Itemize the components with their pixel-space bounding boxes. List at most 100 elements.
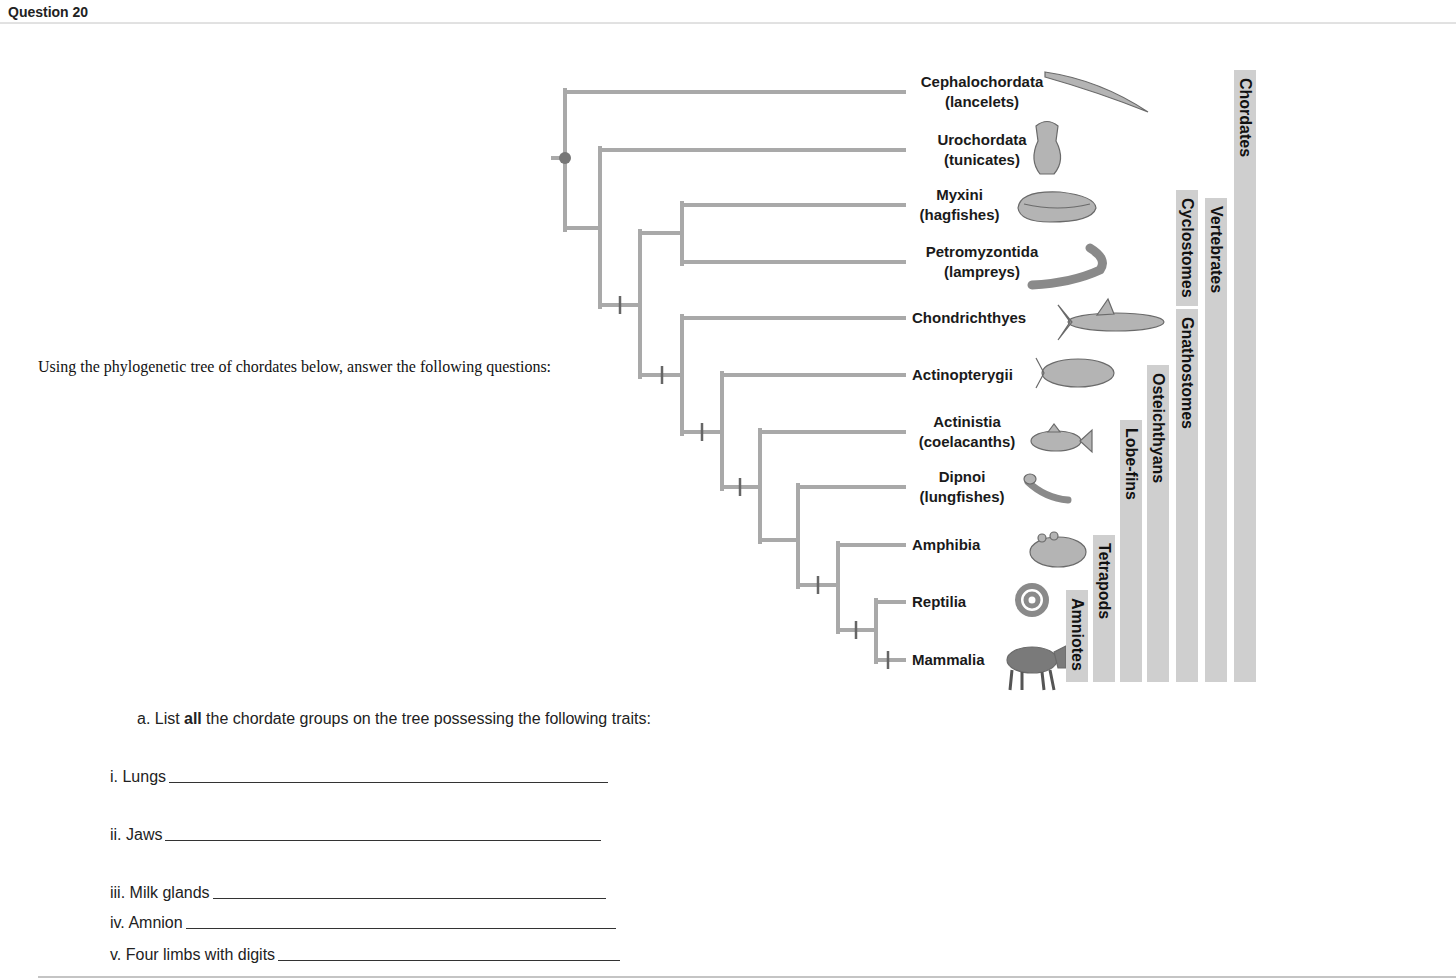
tree-branch	[876, 600, 904, 604]
derived-trait-mark	[855, 621, 858, 639]
derived-trait-mark	[701, 423, 704, 441]
wildebeest-figure	[1054, 646, 1066, 668]
trait-prompt: ii. Jaws	[110, 826, 162, 844]
tree-branch	[638, 231, 642, 377]
taxon-name: Urochordata (tunicates)	[907, 130, 1057, 170]
answer-row: v. Four limbs with digits	[110, 946, 620, 964]
question-title: Question 20	[8, 4, 88, 20]
clade-band: Cyclostomes	[1176, 190, 1198, 306]
clade-band: Vertebrates	[1205, 198, 1227, 682]
snake-figure	[1026, 594, 1038, 606]
answer-row: iii. Milk glands	[110, 884, 606, 902]
tree-branch	[600, 148, 904, 152]
clade-name: Chordates	[1235, 78, 1255, 157]
coelacanth-figure	[1048, 424, 1060, 432]
tree-branch	[680, 316, 684, 434]
derived-trait-mark	[661, 366, 664, 384]
trait-prompt: i. Lungs	[110, 768, 166, 786]
trait-prompt: v. Four limbs with digits	[110, 946, 275, 964]
hagfish-figure	[1018, 192, 1096, 222]
clade-band: Amniotes	[1066, 590, 1088, 682]
shark-figure	[1068, 313, 1164, 331]
snake-figure	[1018, 586, 1046, 614]
lungfish-figure	[1028, 482, 1068, 500]
page-rules	[0, 23, 1456, 977]
answer-row: ii. Jaws	[110, 826, 601, 844]
clade-band: Tetrapods	[1093, 535, 1115, 682]
lamprey-figure	[1032, 248, 1102, 285]
clade-name: Tetrapods	[1094, 543, 1114, 619]
tree-branch	[598, 148, 602, 307]
wildebeest-figure	[1007, 647, 1057, 673]
question-text: a. List	[137, 710, 180, 727]
tree-branch	[836, 543, 840, 632]
clade-name: Cyclostomes	[1177, 198, 1197, 298]
animal-illustrations	[1007, 72, 1164, 690]
title-rule	[0, 23, 1456, 24]
trait-prompt: iii. Milk glands	[110, 884, 210, 902]
derived-trait-mark	[887, 651, 890, 669]
tree-branch	[565, 226, 600, 230]
fish-figure	[1042, 359, 1114, 387]
clade-band: Gnathostomes	[1176, 309, 1198, 682]
wildebeest-figure	[1010, 670, 1054, 690]
coelacanth-figure	[1080, 430, 1092, 452]
tree-branch	[838, 543, 904, 547]
tree-branch	[760, 538, 798, 542]
frog-figure	[1038, 534, 1046, 542]
tree-branch	[760, 430, 904, 434]
answer-line	[278, 946, 620, 961]
ancestor-dot	[559, 152, 571, 164]
phylogenetic-tree	[553, 90, 904, 669]
taxon-name: Mammalia	[912, 650, 985, 670]
tree-branch	[682, 316, 904, 320]
hagfish-figure	[1024, 204, 1090, 208]
tree-branch	[720, 373, 724, 489]
tree-branch	[722, 373, 904, 377]
tree-branch	[798, 485, 904, 489]
bottom-rule	[38, 976, 1456, 978]
clade-band: Lobe-fins	[1120, 420, 1142, 682]
derived-trait-mark	[817, 576, 820, 594]
tree-branch	[796, 485, 800, 587]
answer-line	[165, 826, 601, 841]
lancelet-figure	[1045, 72, 1148, 112]
clade-name: Vertebrates	[1206, 206, 1226, 293]
answer-line	[213, 884, 606, 899]
derived-trait-mark	[739, 478, 742, 496]
tree-branch	[680, 203, 684, 264]
tree-branch	[682, 203, 904, 207]
answer-row: iv. Amnion	[110, 914, 616, 932]
taxon-name: Actinistia (coelacanths)	[907, 412, 1027, 452]
tunicate-figure	[1034, 122, 1061, 175]
derived-trait-mark	[619, 296, 622, 314]
answer-row: i. Lungs	[110, 768, 608, 786]
taxon-name: Myxini (hagfishes)	[907, 185, 1012, 225]
coelacanth-figure	[1031, 431, 1081, 451]
tree-branch	[758, 430, 762, 542]
answer-line	[169, 768, 608, 783]
taxon-name: Amphibia	[912, 535, 980, 555]
frog-figure	[1050, 532, 1058, 540]
shark-figure	[1097, 299, 1114, 315]
tree-branch	[874, 600, 878, 662]
taxon-name: Cephalochordata (lancelets)	[907, 72, 1057, 112]
taxon-name: Actinopterygii	[912, 365, 1013, 385]
clade-name: Osteichthyans	[1148, 373, 1168, 483]
clade-band: Chordates	[1234, 70, 1256, 682]
clade-band: Osteichthyans	[1147, 365, 1169, 682]
clade-name: Amniotes	[1067, 598, 1087, 671]
tree-branch	[565, 90, 904, 94]
taxon-name: Petromyzontida (lampreys)	[907, 242, 1057, 282]
question-line: a. Listallthe chordate groups on the tre…	[137, 710, 655, 728]
taxon-name: Dipnoi (lungfishes)	[907, 467, 1017, 507]
answer-line	[186, 914, 616, 929]
question-text: all	[184, 710, 202, 727]
instruction-text: Using the phylogenetic tree of chordates…	[38, 358, 551, 376]
taxon-name: Chondrichthyes	[912, 308, 1026, 328]
question-text: the chordate groups on the tree possessi…	[206, 710, 651, 727]
fish-figure	[1036, 358, 1044, 388]
frog-figure	[1030, 537, 1086, 567]
lungfish-figure	[1024, 474, 1036, 484]
